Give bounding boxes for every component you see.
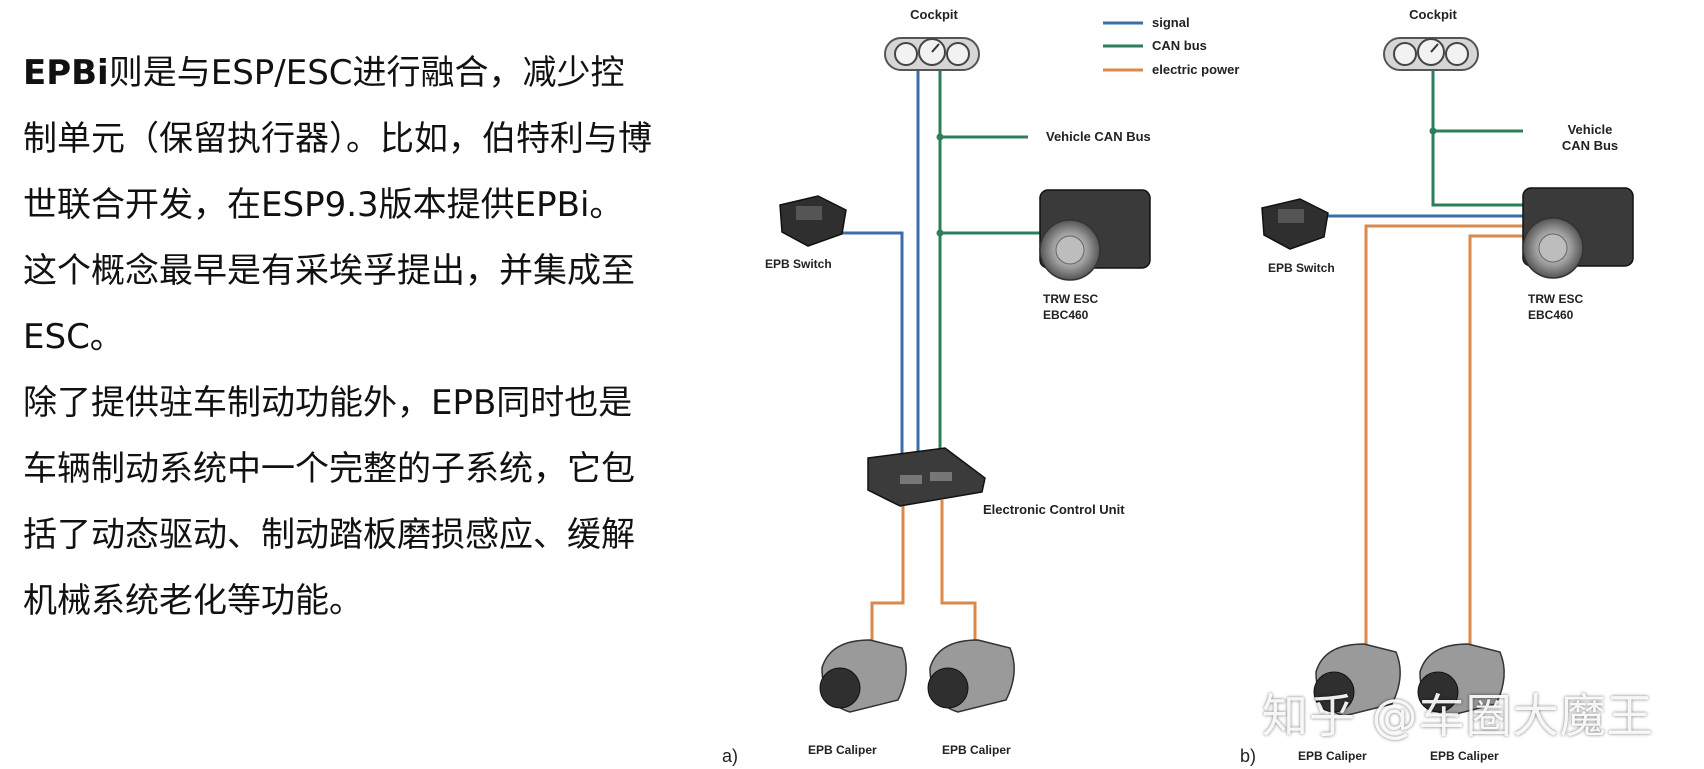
watermark: 知乎 @车圈大魔王 [1262, 689, 1654, 743]
caliper-motor-icon [927, 667, 969, 709]
caliper-left-label: EPB Caliper [808, 743, 877, 757]
panel-a-caliper-left: EPB Caliper [808, 639, 907, 757]
caliper-motor-icon [819, 667, 861, 709]
panel-a-tag: a) [722, 746, 738, 766]
legend-canbus-label: CAN bus [1152, 38, 1207, 53]
wire-canbus-cockpit-esc [1431, 68, 1535, 207]
epb-switch-label: EPB Switch [1268, 261, 1335, 275]
legend-signal-label: signal [1152, 15, 1190, 30]
caliper-motor-icon [1313, 671, 1355, 713]
can-node-1 [936, 133, 944, 141]
gauge-left-icon [1393, 42, 1417, 66]
wire-signal-switch-ecu [838, 231, 904, 457]
gauge-needle [931, 43, 940, 53]
panel-b-caliper-right: EPB Caliper [1417, 643, 1505, 763]
legend: signal CAN bus electric power [1103, 15, 1239, 77]
cockpit-label: Cockpit [1409, 7, 1457, 22]
article-text: EPBi则是与ESP/ESC进行融合，减少控制单元（保留执行器）。比如，伯特利与… [23, 40, 653, 634]
wire-power-right-caliper [1468, 234, 1535, 650]
epb-switch-icon [779, 195, 847, 247]
esc-motor-hub [1538, 233, 1568, 263]
panel-b-epb-switch: EPB Switch [1261, 198, 1335, 275]
esc-label-line2: EBC460 [1528, 308, 1574, 322]
esc-label-line1: TRW ESC [1043, 292, 1098, 306]
gauge-right-icon [946, 42, 970, 66]
panel-b-esc: TRW ESC EBC460 [1522, 187, 1634, 322]
panel-b-caliper-left: EPB Caliper [1298, 643, 1401, 763]
panel-b-tag: b) [1240, 746, 1256, 766]
vehicle-label: Vehicle [1568, 122, 1613, 137]
ecu-box-icon [867, 447, 986, 507]
gauge-right-icon [1445, 42, 1469, 66]
esc-label-line1: TRW ESC [1528, 292, 1583, 306]
cockpit-label: Cockpit [910, 7, 958, 22]
panel-a-epb-switch: EPB Switch [765, 195, 847, 271]
esc-motor-hub [1055, 235, 1085, 265]
panel-b-wires [1328, 68, 1535, 650]
wire-power-right-caliper [940, 500, 977, 640]
caliper-motor-icon [1417, 671, 1459, 713]
wire-power-left-caliper [1364, 224, 1535, 650]
paragraph-2: 除了提供驻车制动功能外，EPB同时也是车辆制动系统中一个完整的子系统，它包括了动… [23, 383, 635, 621]
panel-a: Cockpit Vehicle CAN Bus EPB Switch TRW E… [722, 7, 1151, 766]
epb-switch-label: EPB Switch [765, 257, 832, 271]
can-bus-label: CAN Bus [1562, 138, 1618, 153]
ecu-label: Electronic Control Unit [983, 502, 1125, 517]
caliper-left-label: EPB Caliper [1298, 749, 1367, 763]
epb-switch-icon [1261, 198, 1329, 250]
can-node-b [1429, 127, 1437, 135]
gauge-left-icon [894, 42, 918, 66]
legend-power-label: electric power [1152, 62, 1239, 77]
epb-switch-button [796, 206, 822, 220]
ecu-connector-1 [900, 475, 922, 484]
panel-a-ecu: Electronic Control Unit [867, 447, 1125, 517]
paragraph-1-body: 则是与ESP/ESC进行融合，减少控制单元（保留执行器）。比如，伯特利与博世联合… [23, 53, 652, 357]
panel-a-cockpit: Cockpit [884, 7, 980, 71]
wire-power-left-caliper [870, 500, 905, 640]
panel-a-caliper-right: EPB Caliper [927, 639, 1015, 757]
caliper-right-label: EPB Caliper [1430, 749, 1499, 763]
esc-label-line2: EBC460 [1043, 308, 1089, 322]
paragraph-1: EPBi则是与ESP/ESC进行融合，减少控制单元（保留执行器）。比如，伯特利与… [23, 40, 653, 370]
panel-a-wires [838, 68, 1045, 640]
epb-switch-button [1278, 209, 1304, 223]
ecu-connector-2 [930, 472, 952, 481]
panel-b-cockpit: Cockpit [1383, 7, 1479, 71]
caliper-right-label: EPB Caliper [942, 743, 1011, 757]
can-node-2 [936, 229, 944, 237]
panel-a-esc: TRW ESC EBC460 [1039, 189, 1151, 322]
panel-b: Cockpit Vehicle CAN Bus EPB Switch TRW E… [1240, 7, 1634, 766]
vehicle-can-bus-label: Vehicle CAN Bus [1046, 129, 1151, 144]
gauge-needle [1430, 43, 1439, 53]
term-epbi: EPBi [23, 53, 109, 93]
